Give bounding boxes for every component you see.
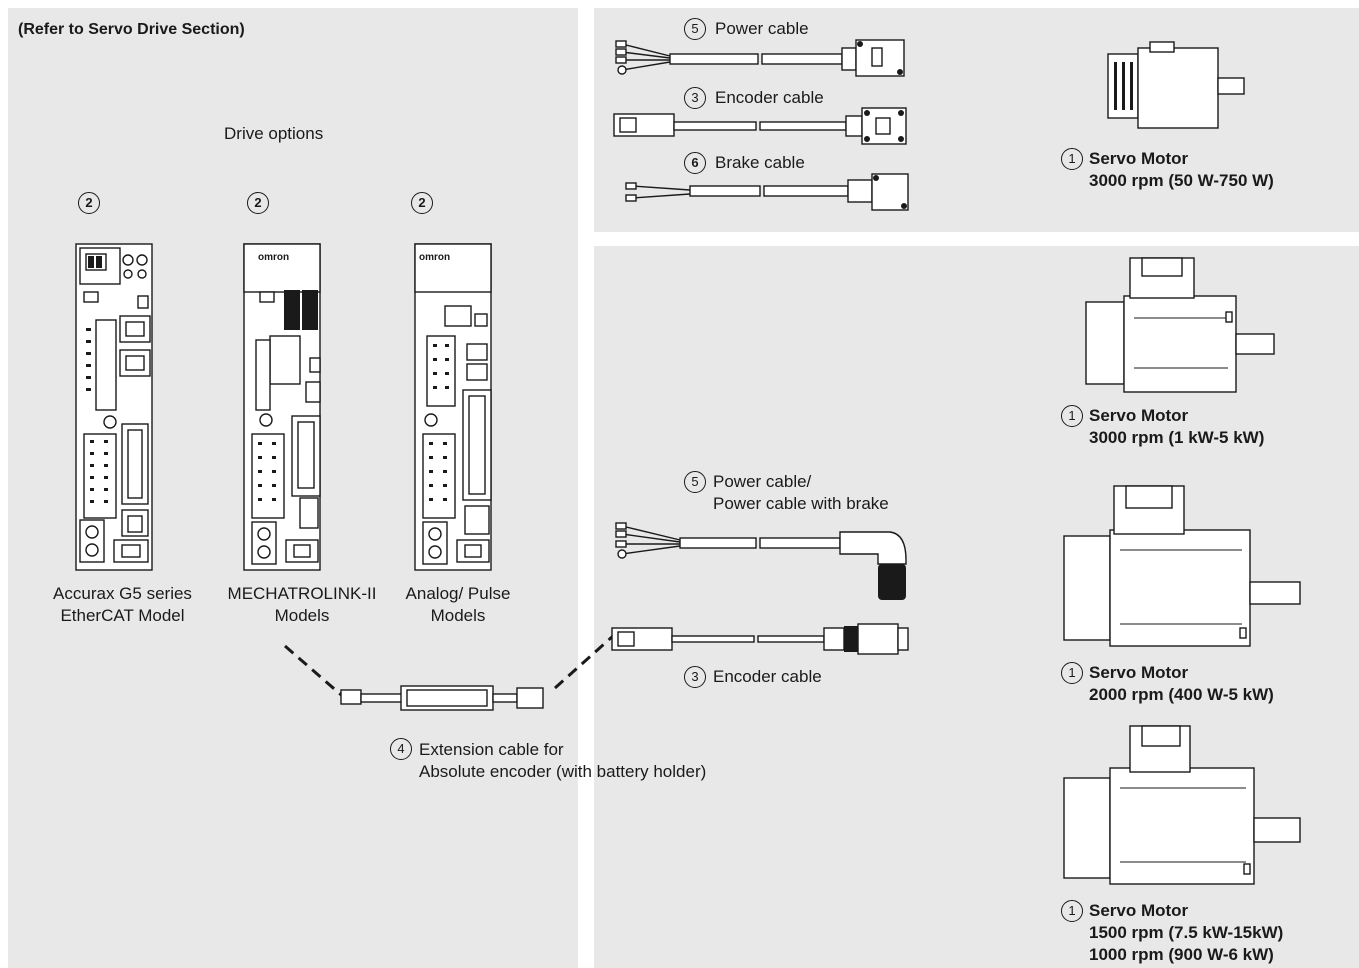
motor-3-number: 1 (1061, 662, 1083, 684)
extension-cable-illustration (284, 634, 615, 711)
motor-1-caption: Servo Motor 3000 rpm (50 W-750 W) (1089, 149, 1274, 190)
motor-1-number: 1 (1061, 148, 1083, 170)
servo-motor-1kw-illustration (1085, 257, 1275, 393)
small-power-cable-illustration (615, 39, 905, 77)
drive-ethercat-illustration (75, 243, 153, 571)
servo-motor-small-illustration (1107, 41, 1245, 129)
drive-1-caption: Accurax G5 series EtherCAT Model (53, 584, 192, 625)
small-encoder-cable-illustration (613, 107, 907, 145)
drive-options-label: Drive options (224, 124, 324, 143)
motor-3-caption: Servo Motor 2000 rpm (400 W-5 kW) (1089, 663, 1274, 704)
extension-cable-label: Extension cable for Absolute encoder (wi… (419, 740, 707, 781)
small-brake-cable-illustration (625, 173, 909, 211)
motor-2-caption: Servo Motor 3000 rpm (1 kW-5 kW) (1089, 406, 1265, 447)
power-cable-brake-number: 5 (684, 471, 706, 493)
encoder-cable-number: 3 (684, 87, 706, 109)
drive-analog-pulse-illustration: omron (414, 243, 492, 571)
servo-motor-2000rpm-illustration (1063, 485, 1301, 647)
brake-cable-number: 6 (684, 152, 706, 174)
drive-2-caption: MECHATROLINK-II Models (227, 584, 377, 625)
large-encoder-cable-label: Encoder cable (713, 667, 822, 686)
header-note: (Refer to Servo Drive Section) (18, 21, 245, 38)
motor-4-caption: Servo Motor 1500 rpm (7.5 kW-15kW) 1000 … (1089, 901, 1284, 964)
drive-3-caption: Analog/ Pulse Models (405, 584, 511, 625)
brake-cable-label: Brake cable (715, 153, 805, 172)
motor-2-number: 1 (1061, 405, 1083, 427)
large-encoder-cable-number: 3 (684, 666, 706, 688)
power-cable-number: 5 (684, 18, 706, 40)
motor-4-number: 1 (1061, 900, 1083, 922)
power-cable-label: Power cable (715, 19, 809, 38)
omron-logo-2: omron (258, 252, 289, 263)
omron-logo-3: omron (419, 252, 450, 263)
power-cable-brake-label: Power cable/ Power cable with brake (713, 472, 889, 513)
servo-motor-large-illustration (1063, 725, 1301, 885)
large-encoder-cable-illustration (611, 623, 909, 655)
encoder-cable-label: Encoder cable (715, 88, 824, 107)
drive-mechatrolink-illustration: omron (243, 243, 321, 571)
drive-2-number: 2 (247, 192, 269, 214)
drive-3-number: 2 (411, 192, 433, 214)
drive-1-number: 2 (78, 192, 100, 214)
extension-cable-number: 4 (390, 738, 412, 760)
large-power-cable-illustration (615, 522, 907, 600)
